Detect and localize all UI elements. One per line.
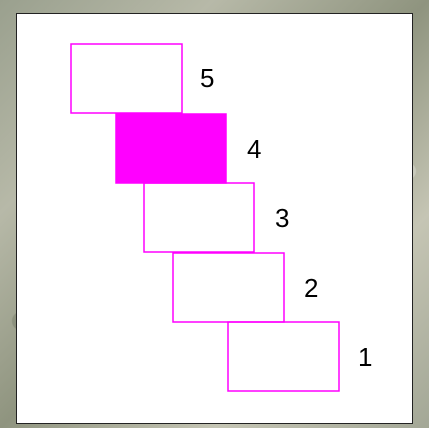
block-4-label: 4: [247, 134, 261, 164]
block-4: [116, 114, 226, 183]
block-5: [71, 44, 182, 113]
block-1-label: 1: [358, 342, 372, 372]
block-1: [228, 322, 339, 391]
block-2-label: 2: [304, 273, 318, 303]
block-3-label: 3: [275, 203, 289, 233]
block-2: [173, 253, 284, 322]
block-5-label: 5: [200, 63, 214, 93]
block-3: [144, 183, 254, 252]
